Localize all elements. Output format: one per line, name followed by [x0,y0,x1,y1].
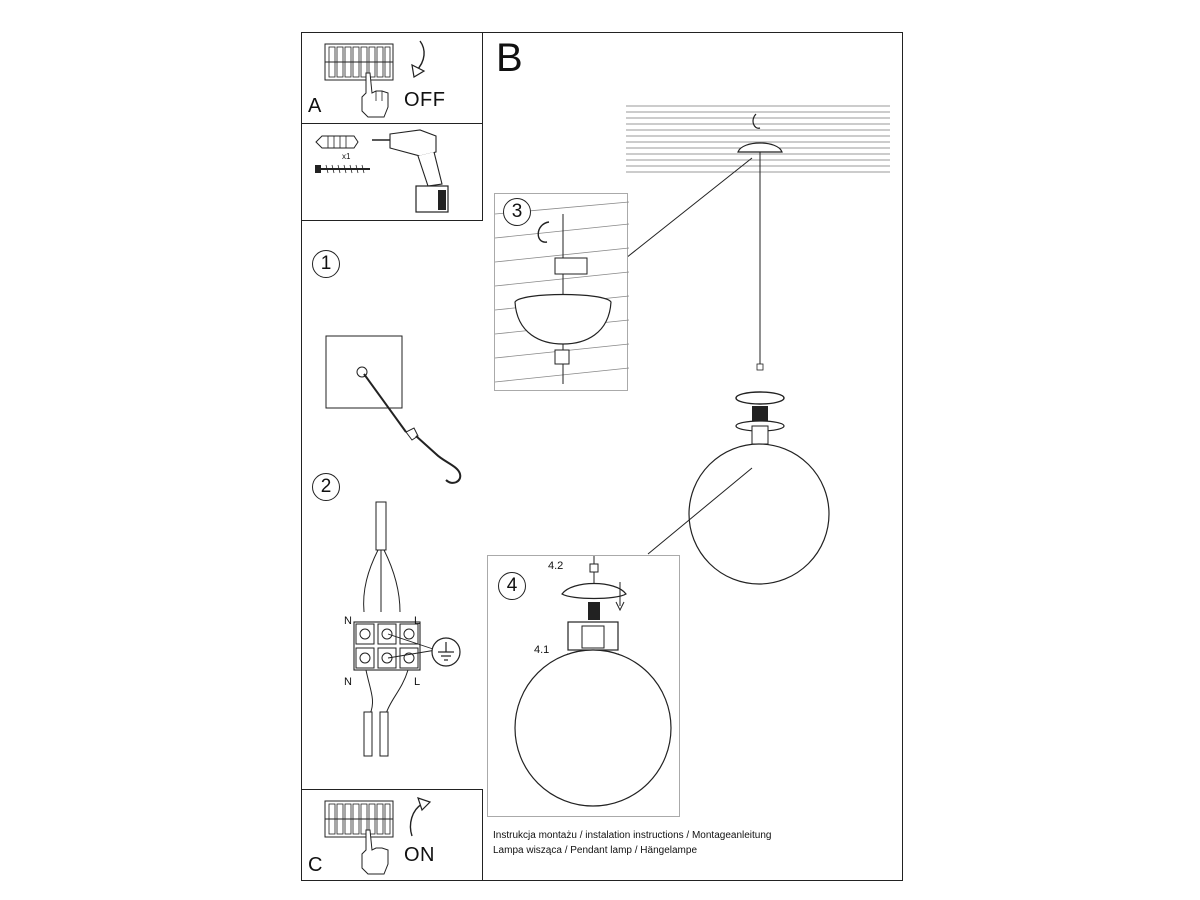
ceiling-hook-icon [325,335,462,484]
step-a-label: A [308,95,322,117]
step-2-number: 2 [312,473,340,501]
rotate-arrow-icon [409,797,432,837]
instruction-sheet [301,32,903,881]
wire-n-top: N [344,615,352,627]
panel-a-power-off: A OFF [301,32,483,124]
breaker-panel-icon [324,800,394,838]
ceiling-lines [626,105,890,173]
shade-assembly-icon [514,556,672,807]
detail-4-shade-fitting: 4 4.2 4.1 [487,555,680,817]
on-label: ON [404,844,435,866]
breaker-panel-icon [324,43,394,81]
wire-l-top: L [414,615,421,627]
part-4-1-label: 4.1 [534,644,550,656]
pendant-lamp-icon [625,113,830,585]
rotate-arrow-icon [411,40,426,78]
tools-quantity: x1 [342,152,351,161]
wire-n-bottom: N [344,676,352,688]
drill-icon [372,129,449,213]
step-1-number: 1 [312,250,340,278]
brick-ceiling [494,201,630,384]
wall-plug-icon [315,135,359,149]
wire-l-bottom: L [414,676,421,688]
step-c-label: C [308,854,323,876]
off-label: OFF [404,89,446,111]
screw-icon [315,164,370,174]
panel-tools: x1 [301,123,483,221]
footer-instructions: Instrukcja montażu / instalation instruc… [493,830,772,841]
step-3-number: 3 [503,198,531,226]
detail-3-ceiling-mount: 3 [494,193,630,391]
hand-icon [361,72,389,118]
panel-c-power-on: C ON [301,789,483,881]
terminal-block-icon [353,501,437,757]
footer-product: Lampa wisząca / Pendant lamp / Hängelamp… [493,845,698,856]
ground-symbol-icon [431,637,461,667]
section-b-label: B [496,36,523,80]
part-4-2-label: 4.2 [548,560,564,572]
hand-icon [361,829,389,875]
step-4-number: 4 [498,572,526,600]
